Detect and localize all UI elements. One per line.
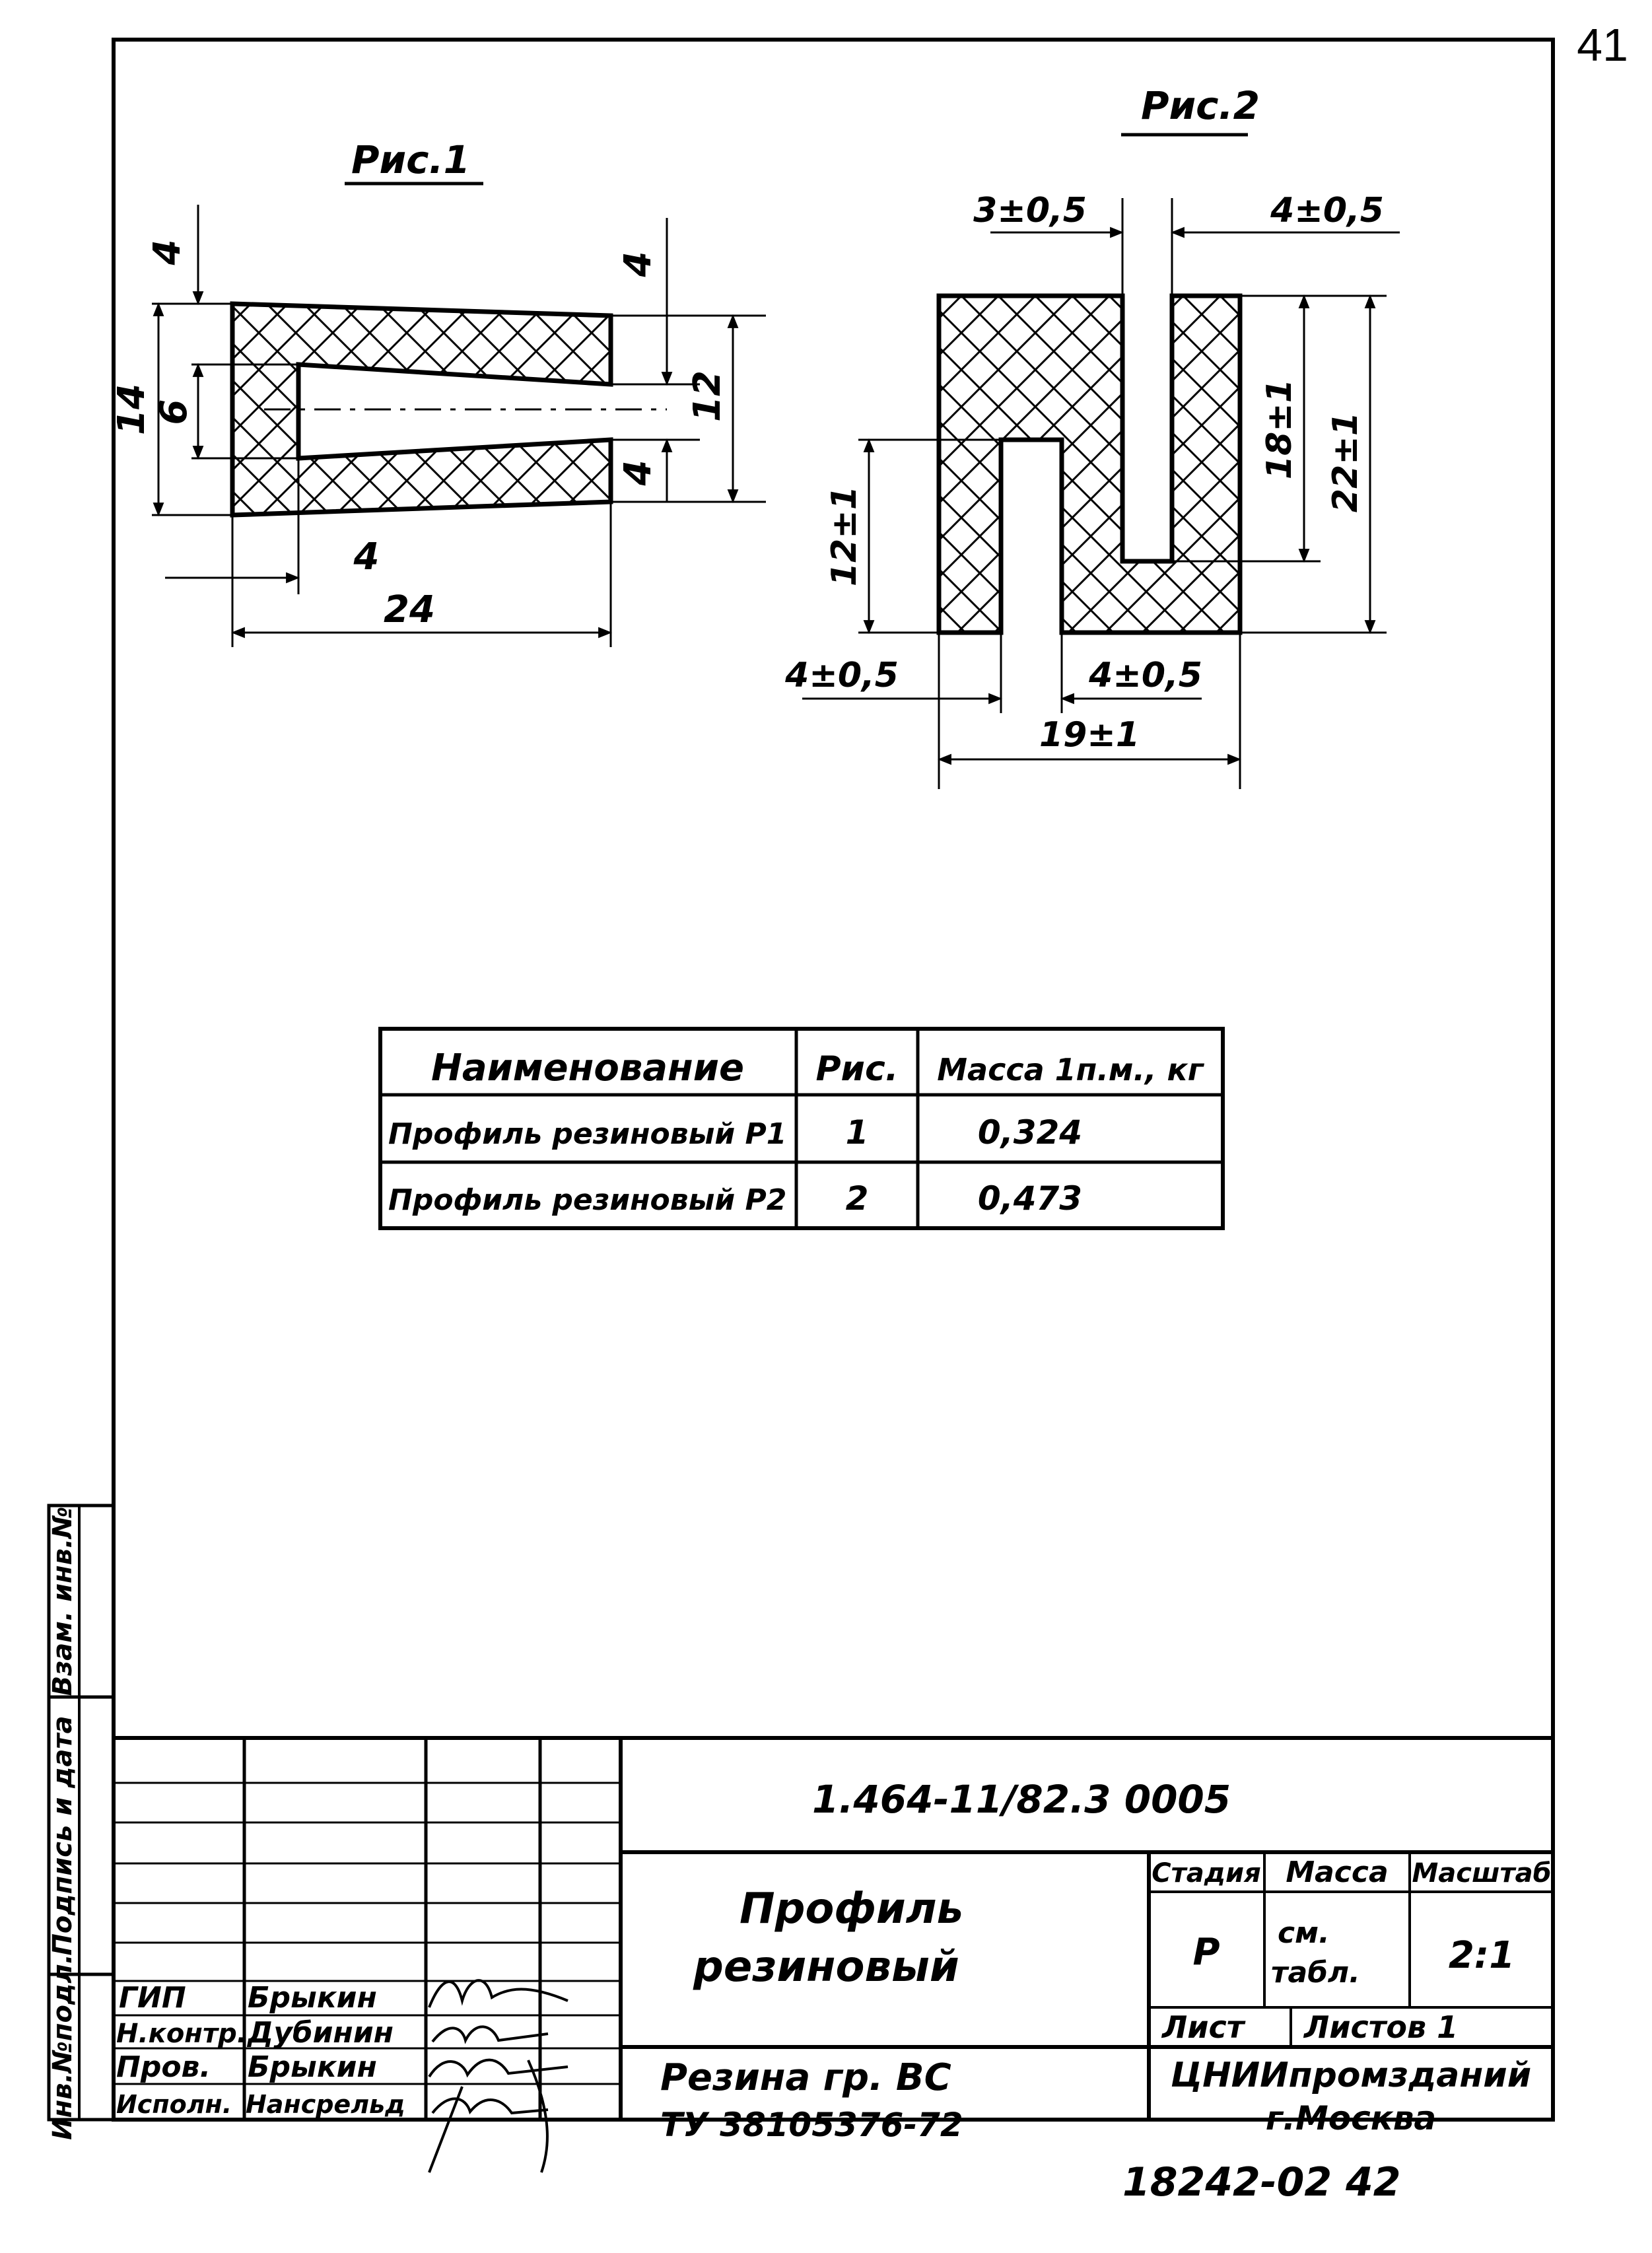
spec-row-2-name: Профиль резиновый Р2	[388, 1183, 786, 1217]
signer-name-4: Нансрельд	[246, 2090, 405, 2119]
material-line-2: ТУ 38105376-72	[660, 2106, 963, 2144]
signer-role-4: Исполн.	[116, 2090, 232, 2119]
spec-row-1-mass: 0,324	[978, 1113, 1082, 1152]
svg-text:18±1: 18±1	[1260, 379, 1299, 479]
item-name-line-1: Профиль	[740, 1885, 963, 1933]
signer-role-1: ГИП	[119, 1981, 186, 2015]
side-stamp-sign: Подпись и дата	[48, 1716, 78, 1955]
svg-text:22±1: 22±1	[1326, 412, 1365, 512]
item-name-line-2: резиновый	[693, 1943, 959, 1992]
spec-table: Наименование Рис. Масса 1п.м., кг Профил…	[378, 1027, 1225, 1230]
spec-header-name: Наименование	[431, 1047, 744, 1090]
title-block: 1.464-11/82.3 0005 Профиль резиновый Рез…	[114, 1736, 1553, 2173]
spec-row-1-fig: 1	[846, 1113, 869, 1152]
svg-text:12: 12	[686, 370, 729, 422]
signatures	[428, 1979, 568, 2173]
signer-name-1: Брыкин	[248, 1981, 377, 2015]
mass-header: Масса	[1286, 1855, 1388, 1889]
figure-2: Рис.2 3±0,5 4±0,5	[784, 83, 1400, 789]
profile-p2-section	[936, 293, 1243, 635]
svg-text:24: 24	[384, 588, 435, 631]
svg-text:3±0,5: 3±0,5	[973, 191, 1087, 230]
svg-text:4±0,5: 4±0,5	[1270, 191, 1384, 230]
svg-text:4: 4	[353, 536, 380, 578]
spec-row-2-fig: 2	[846, 1179, 869, 1218]
side-stamp: Инв.№подл. Подпись и дата Взам. инв.№	[47, 1504, 116, 2140]
footer-number: 18242-02 42	[1122, 2159, 1401, 2205]
svg-text:4: 4	[617, 460, 660, 487]
sheet-header: Лист	[1161, 2009, 1246, 2045]
doc-code: 1.464-11/82.3 0005	[812, 1777, 1231, 1822]
svg-text:12±1: 12±1	[825, 486, 864, 586]
svg-text:14: 14	[110, 384, 153, 435]
svg-text:4: 4	[617, 252, 660, 278]
organization: ЦНИИпромзданий	[1171, 2056, 1531, 2095]
side-stamp-inv: Инв.№подл.	[48, 1954, 78, 2140]
scale-value: 2:1	[1449, 1934, 1515, 1977]
figure-2-title: Рис.2	[1141, 83, 1260, 128]
signer-name-3: Брыкин	[248, 2050, 377, 2084]
svg-text:4: 4	[146, 240, 189, 266]
spec-row-2-mass: 0,473	[978, 1179, 1082, 1218]
figure-1: Рис.1 4	[110, 137, 766, 647]
page-number: 41	[1577, 19, 1628, 71]
spec-row-1-name: Профиль резиновый Р1	[388, 1117, 786, 1151]
svg-text:4±0,5: 4±0,5	[1088, 656, 1202, 695]
mass-value-2: табл.	[1271, 1956, 1360, 1990]
sheet-frame	[112, 38, 1555, 2122]
svg-text:19±1: 19±1	[1039, 715, 1140, 755]
spec-header-mass: Масса 1п.м., кг	[937, 1052, 1204, 1088]
svg-text:6: 6	[153, 399, 195, 425]
sheets-header: Листов 1	[1303, 2009, 1458, 2045]
signer-role-3: Пров.	[116, 2050, 211, 2084]
mass-value-1: см.	[1278, 1916, 1330, 1950]
figure-1-title: Рис.1	[351, 137, 470, 182]
side-stamp-replace: Взам. инв.№	[48, 1507, 78, 1696]
scale-header: Масштаб	[1412, 1858, 1551, 1889]
spec-header-fig: Рис.	[815, 1049, 898, 1089]
stage-value: Р	[1192, 1931, 1220, 1974]
material-line-1: Резина гр. ВС	[660, 2056, 951, 2099]
stage-header: Стадия	[1152, 1858, 1261, 1889]
city: г.Москва	[1266, 2099, 1436, 2137]
signer-role-2: Н.контр.	[116, 2019, 247, 2049]
signer-name-2: Дубинин	[246, 2016, 394, 2050]
svg-text:4±0,5: 4±0,5	[784, 656, 899, 695]
